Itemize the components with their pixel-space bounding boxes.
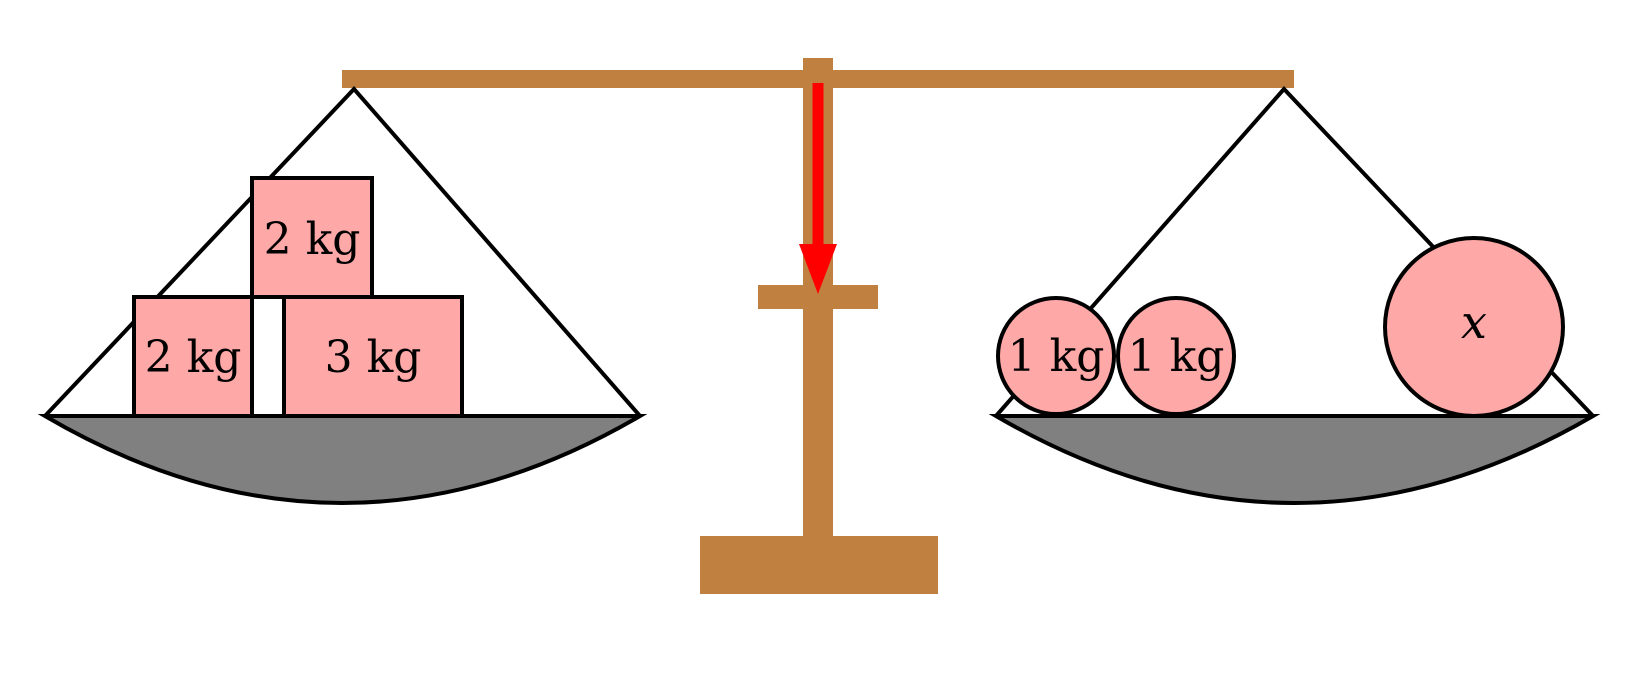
weight-ball-1kg-left <box>996 296 1116 416</box>
right-pan-assembly: 1 kg 1 kg x <box>988 86 1601 505</box>
weight-label-1kg-left: 1 kg <box>1008 331 1105 382</box>
indicator-arrow-head <box>799 244 837 294</box>
weight-ball-unknown <box>1383 236 1565 418</box>
balance-beam <box>342 70 1294 88</box>
weight-label-2kg-top: 2 kg <box>264 214 361 265</box>
left-pan <box>37 414 648 505</box>
left-pan-assembly: 2 kg 2 kg 3 kg <box>37 86 648 505</box>
weight-label-2kg-bottom: 2 kg <box>145 332 242 383</box>
scale-stand <box>342 58 1294 594</box>
indicator-arrow <box>799 83 837 294</box>
weight-label-1kg-right: 1 kg <box>1128 331 1225 382</box>
weight-box-2kg-bottom <box>132 295 254 418</box>
weight-ball-1kg-right <box>1116 296 1236 416</box>
stand-base <box>700 536 938 594</box>
weight-box-3kg <box>282 295 464 418</box>
weight-label-3kg: 3 kg <box>325 332 422 383</box>
weight-box-2kg-top <box>250 176 374 299</box>
weight-label-unknown-x: x <box>1461 295 1487 349</box>
right-pan <box>988 414 1601 505</box>
